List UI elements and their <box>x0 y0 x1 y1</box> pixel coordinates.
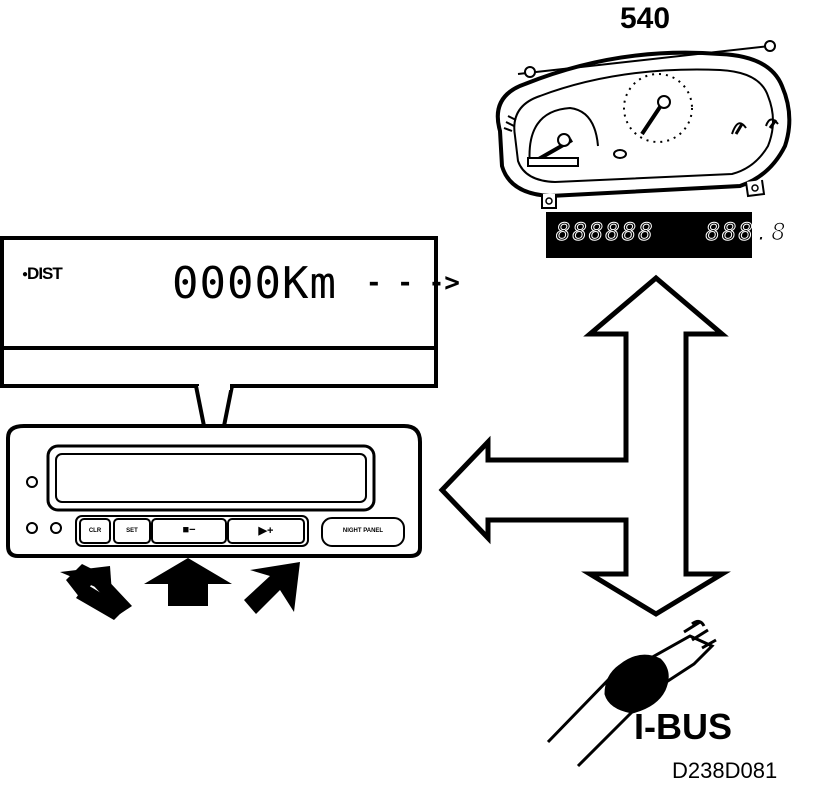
left-scale-ticks <box>503 115 517 132</box>
set-button-label: SET <box>126 528 138 534</box>
clr-button <box>79 518 111 544</box>
lcd-display <box>546 212 752 258</box>
ibus-label: I-BUS <box>634 706 732 747</box>
callout-divider <box>4 346 434 350</box>
figure-code: D238D081 <box>672 758 778 783</box>
minus-button <box>151 518 227 544</box>
night-panel-label: NIGHT PANEL <box>342 528 384 534</box>
display-callout-box <box>0 236 438 388</box>
plus-button <box>227 518 305 544</box>
mode-label: DIST <box>27 264 63 283</box>
panel-led <box>26 522 38 534</box>
ibus-connector-drawing <box>546 619 717 768</box>
ibus-connection-arrows <box>438 274 731 617</box>
plus-button-label: ▶+ <box>258 525 274 537</box>
tachometer-dial <box>623 73 693 143</box>
night-panel-button <box>321 517 405 547</box>
cluster-face <box>513 68 774 184</box>
clr-button-label: CLR <box>88 528 102 534</box>
lcd-odometer-readout: 888888 888.8 <box>556 218 788 247</box>
set-button <box>113 518 151 544</box>
panel-led <box>26 476 38 488</box>
minus-button-label: ■− <box>182 524 196 536</box>
panel-display-window <box>46 444 376 512</box>
cluster-model-label: 540 <box>619 2 671 35</box>
mid-panel-drawing <box>6 424 422 558</box>
instrument-cluster-drawing <box>495 40 792 209</box>
lcd-odometer: 888888 <box>556 218 655 247</box>
speedometer-arc <box>528 106 599 167</box>
mode-indicator: ●DIST <box>22 264 63 283</box>
push-arrow-center-icon <box>144 558 232 606</box>
lcd-trip: 888.8 <box>705 218 788 247</box>
push-arrow-right-icon <box>244 562 300 614</box>
distance-readout: 0000Km <box>172 258 337 309</box>
scroll-arrow-icon: - - -> <box>366 268 460 298</box>
panel-led <box>50 522 62 534</box>
